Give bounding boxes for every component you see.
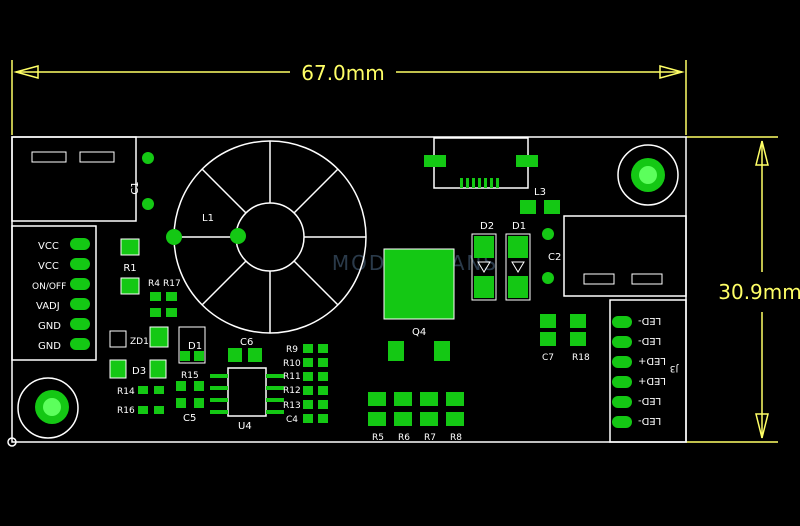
left-pin-6: GND xyxy=(38,341,61,352)
label-r9: R9 xyxy=(286,345,298,355)
diode-d1 xyxy=(505,233,531,301)
label-r7: R7 xyxy=(424,433,436,443)
connector-c2 xyxy=(542,215,687,297)
label-r12: R12 xyxy=(283,386,301,396)
left-pin-1: VCC xyxy=(38,241,59,252)
label-r16: R16 xyxy=(117,406,135,416)
right-pin-5: LED- xyxy=(638,395,662,406)
inductor-l3 xyxy=(520,200,560,214)
label-d2: D2 xyxy=(480,221,494,232)
label-r11: R11 xyxy=(283,372,301,382)
label-c7: C7 xyxy=(542,353,554,363)
diode-d1-left xyxy=(178,326,206,364)
label-c6: C6 xyxy=(240,337,253,348)
right-pin-2: LED- xyxy=(638,335,662,346)
label-r14: R14 xyxy=(117,387,135,397)
label-c2: C2 xyxy=(548,252,561,263)
left-pin-2: VCC xyxy=(38,261,59,272)
label-c5: C5 xyxy=(183,413,196,424)
label-r13: R13 xyxy=(283,401,301,411)
label-d1-left: D1 xyxy=(188,341,202,352)
label-d3: D3 xyxy=(132,366,146,377)
left-connector xyxy=(11,225,97,361)
mosfet-q4 xyxy=(383,248,455,361)
label-zd1: ZD1 xyxy=(130,337,149,347)
resistor-r4-r17 xyxy=(150,292,177,317)
label-j3: J3 xyxy=(670,363,679,373)
left-pin-3: ON/OFF xyxy=(32,282,66,292)
label-r6: R6 xyxy=(398,433,410,443)
resistors-r14-r16 xyxy=(138,386,164,414)
capacitor-c7-r18 xyxy=(540,314,586,346)
connector-c1 xyxy=(11,136,154,222)
label-r8: R8 xyxy=(450,433,462,443)
zener-zd1 xyxy=(109,326,169,348)
label-c1: C1 xyxy=(130,181,141,194)
label-r4: R4 xyxy=(148,279,160,289)
mounting-hole-top-right xyxy=(617,144,679,206)
transformer-l1 xyxy=(173,140,367,334)
label-c4: C4 xyxy=(286,415,298,425)
diode-d3 xyxy=(109,359,167,379)
label-r10: R10 xyxy=(283,359,301,369)
right-pin-1: LED- xyxy=(638,315,662,326)
resistor-array xyxy=(303,344,328,423)
left-pin-4: VADJ xyxy=(36,301,60,312)
left-pin-5: GND xyxy=(38,321,61,332)
label-r18: R18 xyxy=(572,353,590,363)
right-pin-4: LED+ xyxy=(638,375,666,386)
right-pin-3: LED+ xyxy=(638,355,666,366)
right-led-connector xyxy=(609,299,687,443)
height-dimension xyxy=(686,136,778,443)
label-r17: R17 xyxy=(163,279,181,289)
right-pin-6: LED- xyxy=(638,415,662,426)
width-dimension-label: 67.0mm xyxy=(301,61,385,85)
label-l1: L1 xyxy=(202,213,214,224)
smd-inductor-top xyxy=(424,137,538,189)
ic-u4 xyxy=(210,367,284,417)
resistor-r15-c5 xyxy=(176,381,204,408)
label-r15: R15 xyxy=(181,371,199,381)
origin-marker xyxy=(7,437,17,447)
right-pin-labels: LED- LED- LED+ LED+ LED- LED- xyxy=(638,315,666,426)
label-l3: L3 xyxy=(534,187,546,198)
resistors-r5-r8 xyxy=(368,392,464,426)
capacitor-c6 xyxy=(228,348,262,362)
label-d1: D1 xyxy=(512,221,526,232)
label-u4: U4 xyxy=(238,421,252,432)
resistor-r1 xyxy=(120,238,140,295)
label-r1: R1 xyxy=(123,263,136,274)
label-r5: R5 xyxy=(372,433,384,443)
width-dimension xyxy=(11,60,687,135)
label-q4: Q4 xyxy=(412,327,426,338)
diode-d2 xyxy=(471,233,497,301)
height-dimension-label: 30.9mm xyxy=(718,280,800,304)
mounting-hole-bottom-left xyxy=(17,377,79,439)
